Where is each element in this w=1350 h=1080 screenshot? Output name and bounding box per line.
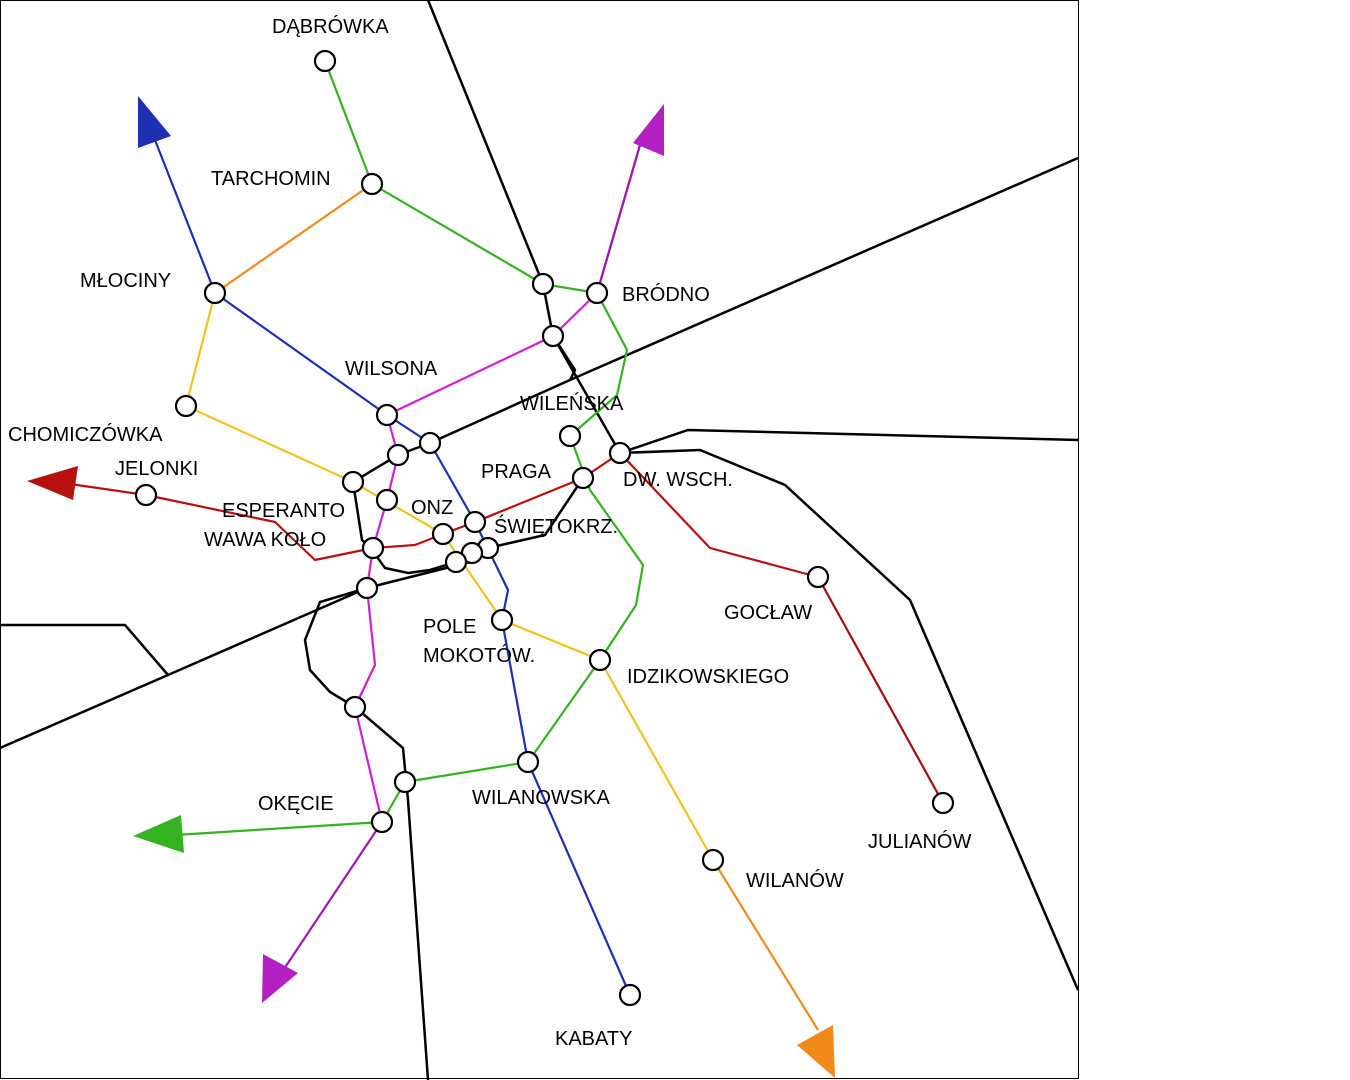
station-esperanto[interactable] (375, 488, 399, 512)
label-wilenska: WILEŃSKA (520, 392, 624, 415)
station-dw-wsch[interactable] (608, 441, 632, 465)
station-jelonki[interactable] (134, 483, 158, 507)
label-wilsona: WILSONA (345, 358, 438, 380)
label-mlociny: MŁOCINY (80, 270, 171, 292)
station-rail-south[interactable] (393, 770, 417, 794)
label-mokotow: MOKOTÓW. (423, 644, 535, 667)
label-goclaw: GOCŁAW (724, 602, 812, 624)
blue-line (153, 139, 632, 996)
station-julianow[interactable] (931, 791, 955, 815)
green-arrow-line (174, 820, 383, 837)
label-swietokrz: ŚWIĘTOKRZ. (494, 514, 618, 538)
station-wilenska[interactable] (558, 424, 582, 448)
map-frame (0, 0, 1079, 1079)
purple-line-south (279, 821, 383, 976)
red-arrow-icon (27, 466, 78, 500)
label-wilanowska: WILANOWSKA (472, 787, 610, 809)
label-onz: ONZ (411, 497, 453, 519)
station-rail-a[interactable] (418, 431, 442, 455)
label-julianow: JULIANÓW (868, 830, 971, 853)
rail-west (0, 560, 471, 750)
station-mlociny[interactable] (203, 281, 227, 305)
label-praga: PRAGA (481, 461, 552, 483)
label-wawa-kolo: WAWA KOŁO (204, 529, 326, 551)
orange-line-north (214, 183, 373, 294)
red-line (69, 451, 819, 579)
station-north-junction[interactable] (541, 324, 565, 348)
purple-arrow-icon (262, 954, 298, 1003)
station-onz[interactable] (431, 522, 455, 546)
orange-line-south (712, 859, 819, 1031)
label-tarchomin: TARCHOMIN (211, 168, 331, 190)
station-gocław[interactable] (806, 565, 830, 589)
station-rail-north[interactable] (531, 272, 555, 296)
station-swietokrz[interactable] (463, 510, 487, 534)
station-kabaty[interactable] (618, 983, 642, 1007)
station-pole-mokotow[interactable] (490, 608, 514, 632)
label-wilanow: WILANÓW (746, 869, 844, 892)
station-wilsona[interactable] (375, 403, 399, 427)
station-okecie[interactable] (370, 810, 394, 834)
rail-far-west (0, 623, 169, 676)
rail-east-outer (619, 428, 1079, 455)
label-pole: POLE (423, 616, 476, 638)
label-dw-wsch: DW. WSCH. (623, 469, 733, 491)
label-jelonki: JELONKI (115, 458, 198, 480)
label-dabrowka: DĄBRÓWKA (272, 15, 389, 38)
stations (134, 49, 955, 1007)
station-wilanowska[interactable] (516, 750, 540, 774)
blue-arrow-icon (138, 96, 171, 148)
label-kabaty: KABATY (555, 1028, 632, 1050)
station-wilanow[interactable] (701, 848, 725, 872)
station-dabrowka[interactable] (313, 49, 337, 73)
station-tarchomin[interactable] (360, 172, 384, 196)
station-southwest[interactable] (343, 695, 367, 719)
label-okecie: OKĘCIE (258, 793, 334, 815)
station-chomiczowka[interactable] (174, 394, 198, 418)
label-esperanto: ESPERANTO (222, 500, 345, 522)
rail-southwest-loop (303, 586, 430, 1080)
station-rail-c[interactable] (341, 470, 365, 494)
station-labels: DĄBRÓWKA TARCHOMIN MŁOCINY BRÓDNO WILSON… (8, 15, 971, 1050)
line-arrows (27, 96, 835, 1078)
station-brodno[interactable] (585, 281, 609, 305)
station-idzikowskiego[interactable] (588, 648, 612, 672)
orange-arrow-icon (797, 1025, 835, 1078)
purple-line-north (595, 144, 642, 294)
rail-junction (551, 335, 577, 381)
dark-red-line (817, 576, 944, 804)
rail-east (569, 156, 1079, 382)
magenta-arrow-icon (633, 104, 664, 156)
rail-lines (0, 0, 1080, 1080)
label-brodno: BRÓDNO (622, 283, 710, 306)
label-idzikowskiego: IDZIKOWSKIEGO (627, 666, 789, 688)
magenta-line (353, 144, 642, 823)
rail-north-south (426, 0, 622, 454)
station-wawa-kolo[interactable] (361, 536, 385, 560)
station-rail-b[interactable] (386, 443, 410, 467)
green-arrow-icon (133, 815, 184, 853)
station-praga[interactable] (571, 466, 595, 490)
rail-southeast (619, 448, 1080, 991)
station-center-3[interactable] (444, 550, 468, 574)
station-rail-west[interactable] (355, 576, 379, 600)
label-chomiczowka: CHOMICZÓWKA (8, 423, 163, 446)
